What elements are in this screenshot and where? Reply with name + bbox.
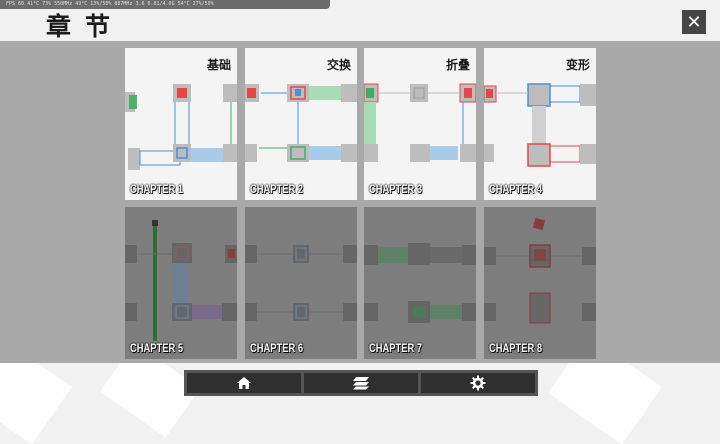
chapter-label: CHAPTER 1 <box>130 182 184 196</box>
chapter-name: 折叠 <box>445 58 470 72</box>
chapter-5-preview <box>125 220 237 341</box>
chapter-8-preview <box>484 217 596 324</box>
chapter-card-1[interactable]: 基础 CHAPTER 1 <box>125 48 237 200</box>
chapter-name: 交换 <box>326 58 351 72</box>
chapter-label: CHAPTER 2 <box>250 182 304 196</box>
chapter-card-7[interactable]: CHAPTER 7 <box>364 207 476 359</box>
chapter-label: CHAPTER 3 <box>369 182 423 196</box>
chapter-label: CHAPTER 6 <box>250 341 304 355</box>
chapter-label: CHAPTER 8 <box>489 341 543 355</box>
chapter-card-6[interactable]: CHAPTER 6 <box>245 207 357 359</box>
chapter-card-2[interactable]: 交换 CHAPTER 2 <box>245 48 357 200</box>
chapter-4-preview <box>484 83 596 167</box>
layers-icon <box>353 377 369 390</box>
home-icon <box>237 377 251 389</box>
settings-button[interactable] <box>421 373 535 393</box>
chapter-card-3[interactable]: 折叠 CHAPTER 3 <box>364 48 476 200</box>
chapter-name: 变形 <box>565 58 590 72</box>
gear-icon <box>470 375 486 391</box>
chapter-3-preview <box>364 83 476 162</box>
chapter-label: CHAPTER 5 <box>130 341 184 355</box>
performance-overlay: FPS 60 41°C 73% 550MHz 49°C 13%/50% 887M… <box>0 0 330 9</box>
chapter-7-preview <box>364 243 476 323</box>
chapter-panel: 基础 CHAPTER 1 交换 CHAPTER 2 <box>0 41 720 363</box>
chapter-card-4[interactable]: 变形 CHAPTER 4 <box>484 48 596 200</box>
performance-text: FPS 60 41°C 73% 550MHz 49°C 13%/50% 887M… <box>6 1 214 7</box>
chapter-1-preview <box>125 84 237 170</box>
chapter-2-preview <box>245 84 357 162</box>
close-button[interactable]: ✕ <box>682 10 706 34</box>
chapter-label: CHAPTER 7 <box>369 341 423 355</box>
chapters-button[interactable] <box>304 373 418 393</box>
chapter-name: 基础 <box>206 58 231 72</box>
home-button[interactable] <box>187 373 301 393</box>
top-bar: FPS 60 41°C 73% 550MHz 49°C 13%/50% 887M… <box>0 0 720 41</box>
chapter-label: CHAPTER 4 <box>489 182 543 196</box>
chapter-card-8[interactable]: CHAPTER 8 <box>484 207 596 359</box>
chapter-6-preview <box>245 245 357 321</box>
bottom-nav <box>184 370 538 396</box>
page-title: 章节 <box>46 12 125 41</box>
chapter-card-5[interactable]: CHAPTER 5 <box>125 207 237 359</box>
